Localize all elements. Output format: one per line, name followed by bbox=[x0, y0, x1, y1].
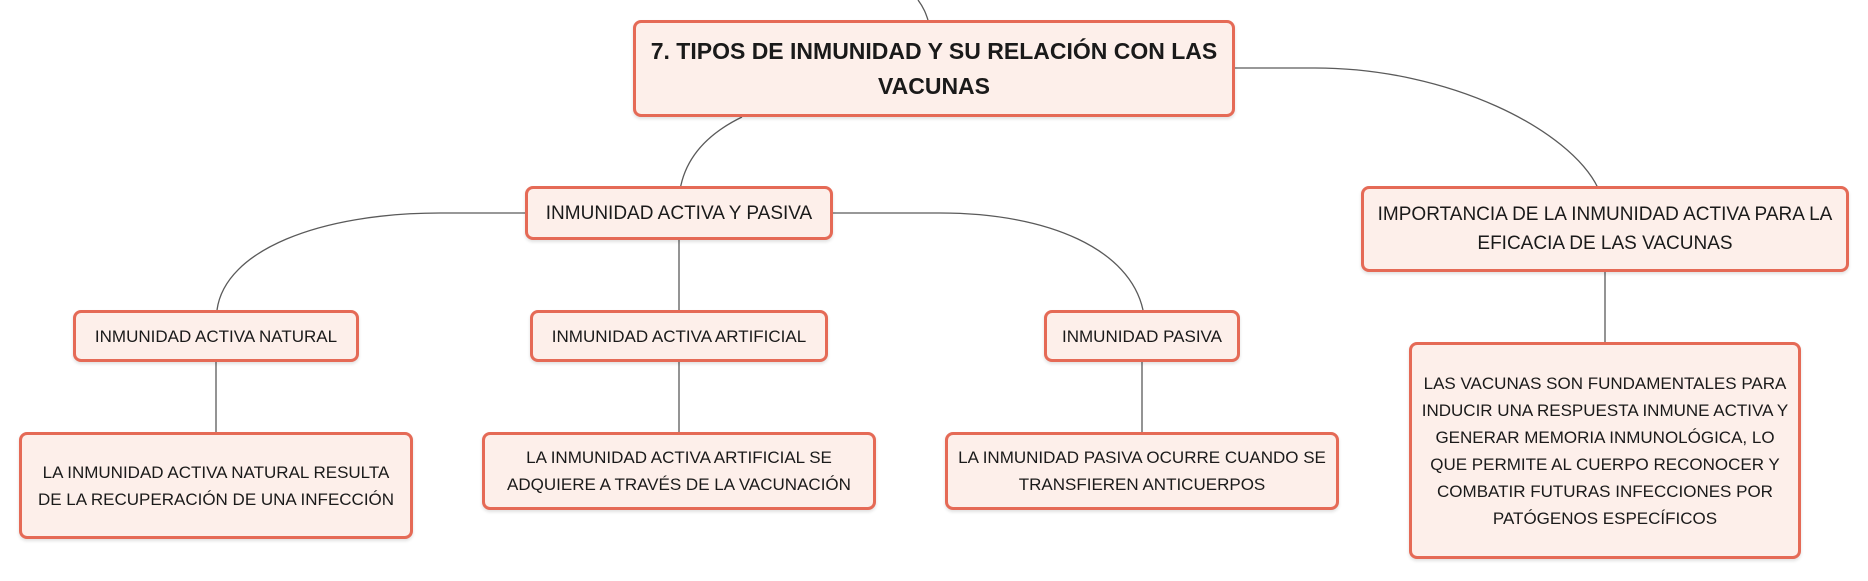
connector-from-parent bbox=[917, 0, 929, 21]
node-importancia-desc-text: LAS VACUNAS SON FUNDAMENTALES PARA INDUC… bbox=[1421, 373, 1789, 528]
node-activa-pasiva-label: INMUNIDAD ACTIVA Y PASIVA bbox=[545, 202, 813, 224]
node-importancia-desc[interactable]: LAS VACUNAS SON FUNDAMENTALES PARA INDUC… bbox=[1409, 342, 1801, 559]
node-artificial-desc-text: LA INMUNIDAD ACTIVA ARTIFICIAL SE ADQUIE… bbox=[507, 448, 851, 494]
connector-root-to-activa-pasiva bbox=[679, 116, 743, 191]
node-activa-artificial[interactable]: INMUNIDAD ACTIVA ARTIFICIAL bbox=[530, 310, 828, 362]
connector-root-to-importancia bbox=[1235, 67, 1599, 189]
connector-activa-pasiva-to-pasiva bbox=[831, 212, 1144, 311]
connector-activa-pasiva-to-natural bbox=[216, 212, 527, 311]
node-importancia[interactable]: IMPORTANCIA DE LA INMUNIDAD ACTIVA PARA … bbox=[1361, 186, 1849, 272]
root-node-title: 7. TIPOS DE INMUNIDAD Y SU RELACIÓN CON … bbox=[650, 37, 1218, 99]
node-activa-natural-label: INMUNIDAD ACTIVA NATURAL bbox=[94, 326, 338, 346]
node-pasiva-label: INMUNIDAD PASIVA bbox=[1062, 326, 1222, 346]
root-node[interactable]: 7. TIPOS DE INMUNIDAD Y SU RELACIÓN CON … bbox=[633, 20, 1235, 117]
node-natural-desc[interactable]: LA INMUNIDAD ACTIVA NATURAL RESULTA DE L… bbox=[19, 432, 413, 539]
node-activa-artificial-label: INMUNIDAD ACTIVA ARTIFICIAL bbox=[551, 326, 807, 346]
node-pasiva[interactable]: INMUNIDAD PASIVA bbox=[1044, 310, 1240, 362]
node-activa-natural[interactable]: INMUNIDAD ACTIVA NATURAL bbox=[73, 310, 359, 362]
node-activa-pasiva[interactable]: INMUNIDAD ACTIVA Y PASIVA bbox=[525, 186, 833, 240]
node-pasiva-desc-text: LA INMUNIDAD PASIVA OCURRE CUANDO SE TRA… bbox=[958, 448, 1326, 494]
node-pasiva-desc[interactable]: LA INMUNIDAD PASIVA OCURRE CUANDO SE TRA… bbox=[945, 432, 1339, 510]
node-natural-desc-text: LA INMUNIDAD ACTIVA NATURAL RESULTA DE L… bbox=[37, 462, 395, 509]
node-importancia-label: IMPORTANCIA DE LA INMUNIDAD ACTIVA PARA … bbox=[1377, 204, 1833, 254]
node-artificial-desc[interactable]: LA INMUNIDAD ACTIVA ARTIFICIAL SE ADQUIE… bbox=[482, 432, 876, 510]
